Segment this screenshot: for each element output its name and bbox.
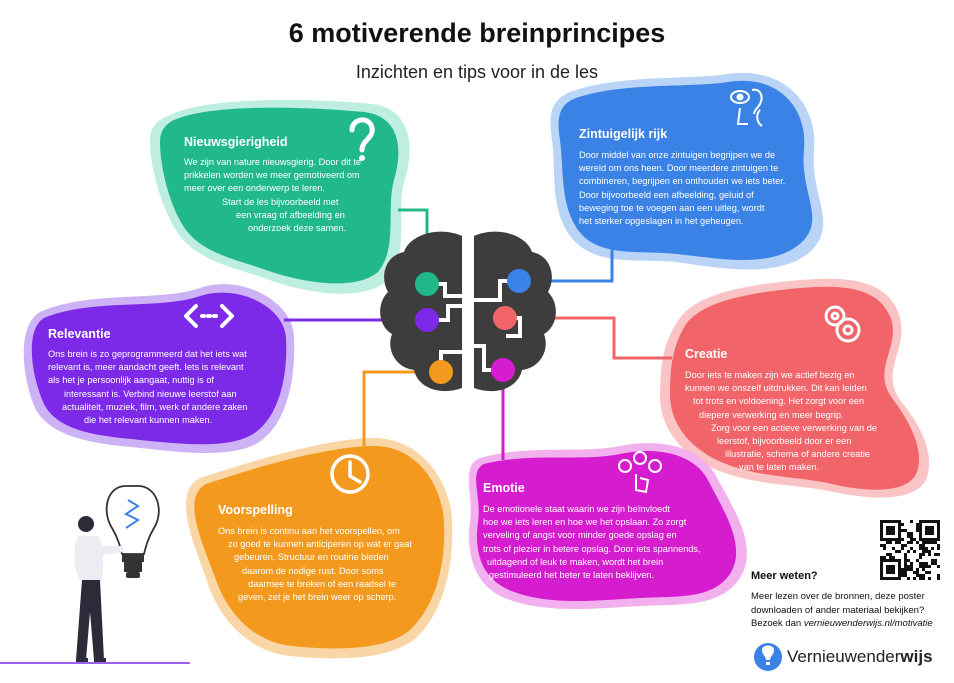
connector-creatie <box>505 316 672 360</box>
text-line: wereld om ons heen. Door meerdere zintui… <box>579 163 779 174</box>
title-creatie: Creatie <box>685 347 728 361</box>
blob-nieuwsgierigheid <box>150 99 410 294</box>
brain-illustration <box>380 231 556 392</box>
text-line: Door bijvoorbeeld een afbeelding, geluid… <box>579 189 754 200</box>
question-mark-icon <box>349 117 375 161</box>
text-line: kunnen we onszelf uitdrukken. Dit kan le… <box>685 383 867 394</box>
text-line: een vraag of afbeelding en <box>236 209 345 220</box>
text-line: verveling of angst voor minder goede ops… <box>483 530 677 541</box>
text-line: onderzoek deze samen. <box>248 223 347 234</box>
text-line: combineren, begrijpen en onthouden we ie… <box>579 176 786 187</box>
node-nieuwsgierigheid <box>415 272 439 296</box>
title-relevantie: Relevantie <box>48 327 111 341</box>
text-line: relevant is, meer aandacht geeft. Iets i… <box>48 362 244 373</box>
text-line: actualiteit, muziek, film, werk of ander… <box>62 401 248 412</box>
text-line: meer over een onderwerp te leren. <box>184 183 325 194</box>
text-line: diepere verwerking en meer begrip. <box>699 409 844 420</box>
brand-name[interactable]: Vernieuwenderwijs <box>787 647 933 667</box>
blob-emotie <box>468 443 747 609</box>
text-line: als het je persoonlijk aangaat, nuttig i… <box>48 375 214 386</box>
text-line: Door middel van onze zintuigen begrijpen… <box>579 150 776 160</box>
text-line: geven, zet je het brein weer op scherp. <box>238 592 397 603</box>
node-zintuigelijk <box>507 269 531 293</box>
page-title: 6 motiverende breinprincipes <box>288 18 666 48</box>
text-creatie: Door iets te maken zijn we actief bezig … <box>685 369 910 475</box>
emotion-faces-icon <box>618 451 662 494</box>
node-creatie <box>493 306 517 330</box>
blob-voorspelling <box>186 437 453 659</box>
more-info-link[interactable]: vernieuwenderwijs.nl/motivatie <box>803 618 933 629</box>
text-line: Zorg voor een actieve verwerking van de <box>711 422 877 433</box>
blob-relevantie <box>23 284 295 453</box>
senses-icon <box>730 88 763 127</box>
vernieuwenderwijs-logo-icon <box>754 643 782 671</box>
text-emotie: De emotionele staat waarin we zijn beïnv… <box>483 503 733 582</box>
brand-part2: wijs <box>900 647 933 666</box>
more-info-text: Meer lezen over de bronnen, deze poster … <box>751 590 951 631</box>
text-relevantie: Ons brein is zo geprogrammeerd dat het i… <box>48 348 283 427</box>
node-voorspelling <box>429 360 453 384</box>
text-line: Door iets te maken zijn we actief bezig … <box>685 370 855 380</box>
text-line: gebeuren. Structuur en routine bieden <box>234 552 389 563</box>
title-voorspelling: Voorspelling <box>218 503 293 517</box>
text-line: beweging toe te voegen aan een uitleg, w… <box>579 202 765 213</box>
qr-code <box>880 520 940 580</box>
text-line: prikkelen worden we meer gemotiveerd om <box>184 170 360 181</box>
node-emotie <box>491 358 515 382</box>
title-nieuwsgierigheid: Nieuwsgierigheid <box>184 135 288 149</box>
text-zintuigelijk: Door middel van onze zintuigen begrijpen… <box>579 149 794 228</box>
text-nieuwsgierigheid: We zijn van nature nieuwsgierig. Door di… <box>184 156 394 235</box>
code-arrows-icon <box>184 304 234 328</box>
text-line: De emotionele staat waarin we zijn beïnv… <box>483 504 670 514</box>
text-line: We zijn van nature nieuwsgierig. Door di… <box>184 157 362 167</box>
text-line: Ons brein is zo geprogrammeerd dat het i… <box>48 349 247 359</box>
person-with-lightbulb-illustration <box>0 485 190 664</box>
more-info-title: Meer weten? <box>751 570 818 582</box>
title-emotie: Emotie <box>483 481 525 495</box>
text-line: van te laten maken. <box>739 462 820 473</box>
title-zintuigelijk: Zintuigelijk rijk <box>579 127 668 141</box>
text-line: die het relevant kunnen maken. <box>84 415 213 426</box>
text-line: Start de les bijvoorbeeld met <box>222 196 339 207</box>
text-line: zo goed te kunnen anticiperen op wat er … <box>228 539 412 550</box>
text-line: het sterker opgeslagen in het geheugen. <box>579 216 744 227</box>
text-line: daarmee te breken of een raadsel te <box>248 578 397 589</box>
text-line: uitdagend of leuk te maken, wordt het br… <box>487 556 664 567</box>
text-voorspelling: Ons brein is continu aan het voorspellen… <box>218 525 433 604</box>
text-line: illustratie, schema of andere creatie <box>725 449 871 460</box>
node-relevantie <box>415 308 439 332</box>
text-line: leerstof, bijvoorbeeld door er een <box>717 436 852 447</box>
blob-zintuigelijk <box>550 72 824 270</box>
brand-part1: Vernieuwender <box>787 647 901 666</box>
text-line: daarom de nodige rust. Door soms <box>242 565 384 576</box>
clock-icon <box>330 454 370 494</box>
text-line: Ons brein is continu aan het voorspellen… <box>218 526 400 536</box>
more-info-body: Meer lezen over de bronnen, deze poster … <box>751 591 925 629</box>
text-line: trots of plezier in betere opslag. Door … <box>483 543 701 554</box>
text-line: gestimuleerd het beter te laten beklijve… <box>489 570 654 581</box>
page-subtitle: Inzichten en tips voor in de les <box>355 62 599 82</box>
text-line: interessant is. Verbind nieuwe leerstof … <box>64 388 237 399</box>
text-line: tot trots en voldoening. Het zorgt voor … <box>693 396 865 407</box>
gears-icon <box>824 305 861 343</box>
blob-creatie <box>660 278 930 498</box>
text-line: hoe we iets leren en hoe we het opslaan.… <box>483 517 687 528</box>
